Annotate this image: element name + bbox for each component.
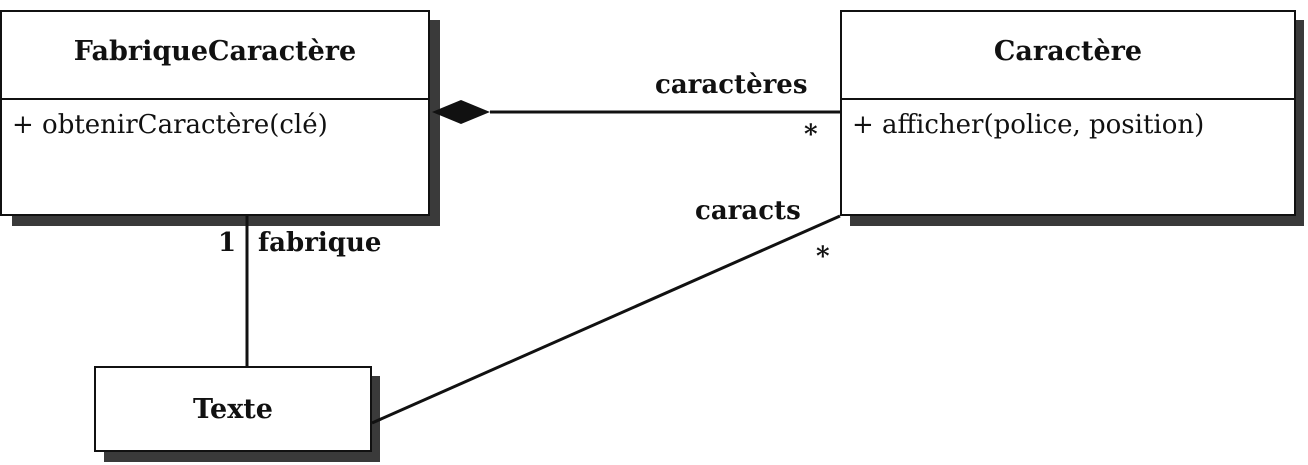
texte-class-name: Texte (193, 394, 273, 425)
fabrique-multiplicity: 1 (218, 228, 237, 258)
fabrique-role-label: fabrique (258, 228, 382, 258)
caractere-class: Caractère + afficher(police, position) (840, 10, 1296, 216)
caractere-class-name: Caractère (993, 36, 1143, 67)
fabrique-caractere-class-name: FabriqueCaractère (73, 36, 357, 67)
fabrique-caractere-divider (2, 98, 428, 100)
caracteres-role-label: caractères (655, 70, 808, 100)
obtenir-caractere-operation: + obtenirCaractère(clé) (12, 110, 328, 140)
caracts-role-label: caracts (695, 196, 801, 226)
fabrique-caractere-class: FabriqueCaractère + obtenirCaractère(clé… (0, 10, 430, 216)
caractere-divider (842, 98, 1294, 100)
caracteres-multiplicity: * (804, 120, 818, 150)
afficher-operation: + afficher(police, position) (852, 110, 1205, 140)
texte-caractere-line (371, 214, 841, 425)
texte-class: Texte (94, 366, 372, 452)
composition-diamond (432, 100, 490, 124)
caracts-multiplicity: * (816, 242, 830, 272)
